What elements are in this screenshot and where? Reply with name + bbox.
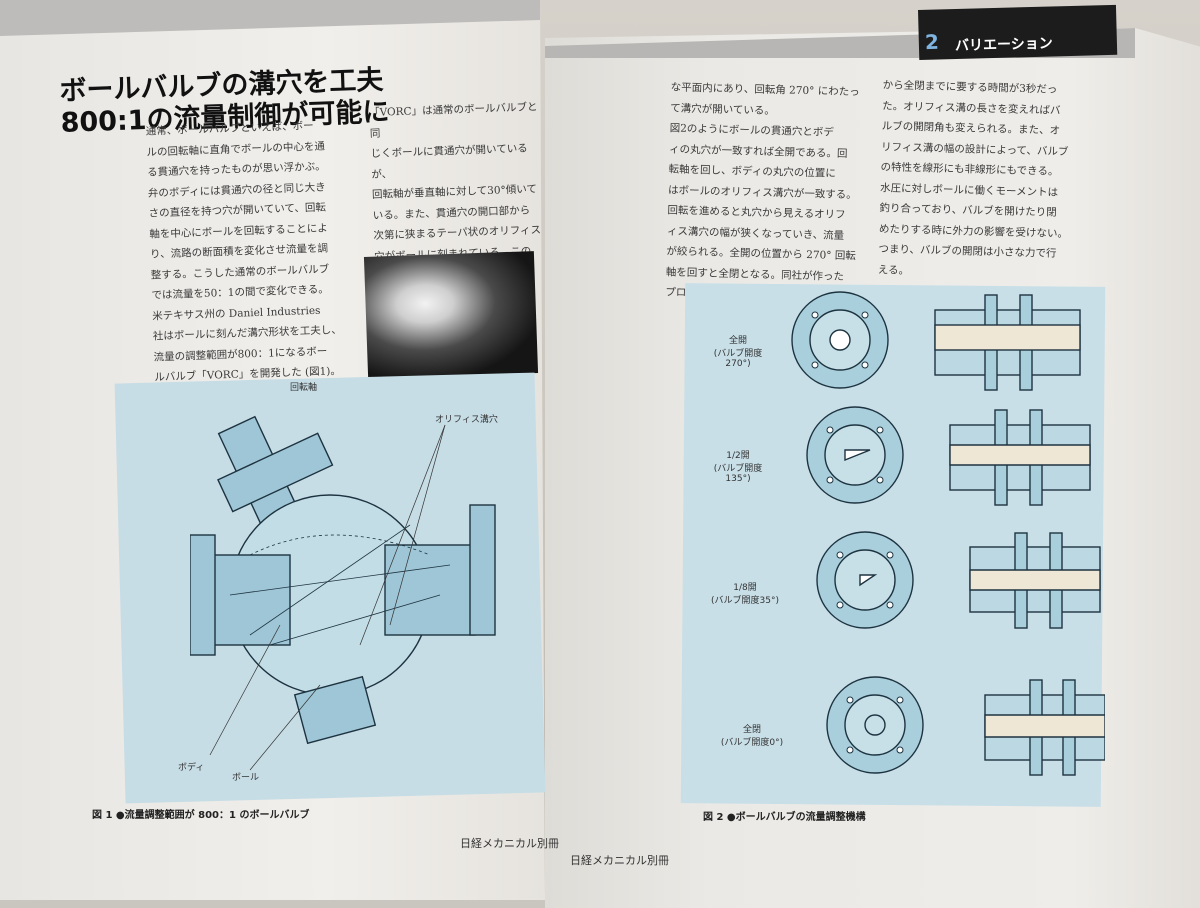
figure1-label-orifice: オリフィス溝穴 — [435, 415, 498, 425]
section-number: 2 — [924, 29, 940, 55]
body-column-3: な平面内にあり、回転角 270° にわたっ て溝穴が開いている。 図2のようにボ… — [665, 81, 860, 303]
body-column-1: 通常、ボールバルブといえば、ボー ルの回転軸に直角でボールの中心を通 る貫通穴を… — [145, 119, 343, 384]
figure1-valve-drawing — [190, 415, 496, 771]
figure2-row3-detail: (バルブ開度35°) — [711, 596, 779, 606]
figure1-label-body: ボディ — [178, 763, 205, 773]
figure1-caption: 図 1 ●流量調整範囲が 800：1 のボールバルブ — [92, 810, 310, 821]
figure2-row4-state: 全閉 — [742, 725, 761, 735]
figure2-row2-label: 1/2開 (バルブ開度135°) — [703, 448, 773, 484]
figure2-row4-label: 全閉 (バルブ開度0°) — [717, 722, 787, 748]
left-page-header-band — [0, 0, 540, 36]
valve-photo — [363, 251, 539, 379]
figure2-row3-label: 1/8開 (バルブ開度35°) — [710, 580, 780, 606]
figure2-row2-detail: (バルブ開度135°) — [713, 464, 763, 484]
figure2-row2-state: 1/2開 — [726, 451, 750, 461]
figure1-label-ball: ボール — [232, 773, 260, 783]
figure2-row4-detail: (バルブ開度0°) — [720, 738, 784, 748]
figure2-caption: 図 2 ●ボールバルブの流量調整機構 — [703, 812, 866, 823]
figure1-label-axis: 回転軸 — [290, 383, 318, 393]
figure2-row1-state: 全開 — [728, 336, 747, 346]
section-title: バリエーション — [954, 35, 1053, 55]
footer-right: 日経メカニカル別冊 — [570, 854, 669, 867]
figure2-row1-detail: (バルブ開度270°) — [713, 349, 763, 369]
body-column-4: から全閉までに要する時間が3秒だっ た。オリフィス溝の長さを変えればバ ルブの開… — [877, 79, 1069, 298]
figure2-row3-state: 1/8開 — [733, 583, 757, 593]
figure2-row1-label: 全開 (バルブ開度270°) — [703, 333, 773, 369]
footer-left: 日経メカニカル別冊 — [460, 837, 559, 850]
figure2-valve-diagrams — [791, 291, 1105, 776]
